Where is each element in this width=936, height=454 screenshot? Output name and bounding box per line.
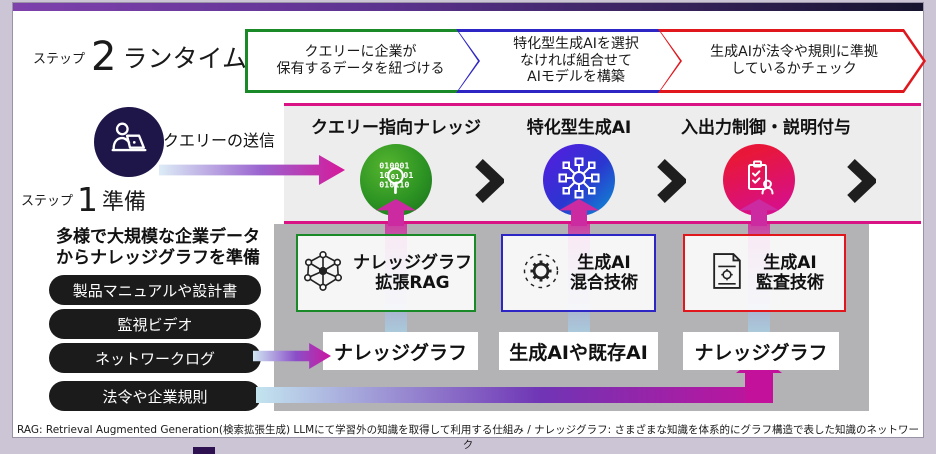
flow-chevron-fill [459,32,689,90]
footnote: RAG: Retrieval Augmented Generation(検索拡張… [17,424,919,451]
step2-title: ランタイム [122,44,247,73]
tech-box-label: 生成AI 監査技術 [756,252,824,293]
data-source-pill-video: 監視ビデオ [49,309,261,339]
network-nodes-icon [557,156,601,204]
tech-box-genai-audit: 生成AI 監査技術 [683,234,846,312]
chevron-right-icon [472,158,506,208]
query-send-label: クエリーの送信 [163,131,276,150]
tech-box-label: 生成AI 混合技術 [570,252,638,293]
flow-chevron-query-link: クエリーに企業が 保有するデータを紐づける [245,29,490,93]
user-avatar-circle [94,107,164,177]
tech-box-genai-mix: 生成AI 混合技術 [501,234,656,312]
svg-text:010001: 010001 [379,161,409,171]
source-box-knowledge-graph-2: ナレッジグラフ [683,332,839,370]
step1-title: 準備 [102,189,147,215]
flow-chevron-text: 特化型生成AIを選択 なければ組合せて AIモデルを構築 [513,35,639,86]
column3-header: 入出力制御・説明付与 [681,118,851,138]
preparation-heading: 多様で大規模な企業データ からナレッジグラフを準備 [56,227,260,269]
chevron-right-icon [654,158,688,208]
chevron-right-icon [844,158,878,208]
source-box-genai-existing: 生成AIや既存AI [499,332,658,370]
background-artifact [193,447,215,454]
step1-prefix: ステップ [21,194,74,209]
svg-text:01: 01 [403,170,413,180]
person-laptop-icon [106,117,152,167]
tech-box-label: ナレッジグラフ 拡張RAG [353,252,472,293]
step2-label-group: ステップ 2 ランタイム [33,37,247,77]
source-box-knowledge-graph-1: ナレッジグラフ [323,332,478,370]
slide-canvas: ステップ 2 ランタイム クエリーに企業が 保有するデータを紐づける 特化型生成… [12,2,926,451]
clipboard-check-person-icon [737,156,781,204]
flow-chevron-fill [248,32,487,90]
flow-chevron-text: 生成AIが法令や規則に準拠 しているかチェック [710,44,878,77]
step2-number: 2 [91,34,117,80]
knowledge-graph-icon [300,248,346,298]
audit-document-icon [705,249,749,297]
step2-prefix: ステップ [33,51,86,67]
data-source-pill-regulations: 法令や企業規則 [49,381,261,411]
flow-chevron-fill [661,32,923,90]
gear-icon [519,249,563,297]
svg-text:01: 01 [391,172,400,181]
flow-chevron-compliance-check: 生成AIが法令や規則に準拠 しているかチェック [658,29,926,93]
flow-chevron-build-ai: 特化型生成AIを選択 なければ組合せて AIモデルを構築 [456,29,692,93]
top-gradient-bar [13,3,923,11]
column2-header: 特化型生成AI [526,118,632,138]
step1-number: 1 [77,180,99,219]
regulations-flow-bar [256,387,773,403]
svg-text:10: 10 [379,170,389,180]
regulations-flow-elbow [745,371,773,403]
flow-chevron-text: クエリーに企業が 保有するデータを紐づける [276,44,445,77]
data-source-pill-manuals: 製品マニュアルや設計書 [49,275,261,305]
step1-label-group: ステップ 1 準備 [21,183,146,216]
data-source-pill-network-logs: ネットワークログ [49,343,261,373]
column1-header: クエリー指向ナレッジ [311,118,481,138]
tech-box-kg-rag: ナレッジグラフ 拡張RAG [296,234,476,312]
